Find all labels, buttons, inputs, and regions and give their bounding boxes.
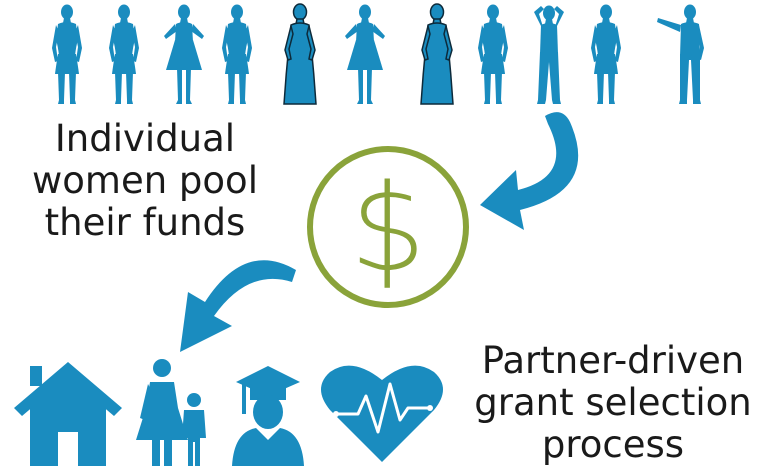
grant-selection-label: Partner-driven grant selection process <box>468 340 758 466</box>
selection-label-line: process <box>541 423 685 466</box>
woman-silhouette-icon <box>478 4 508 104</box>
pool-label-line: women pool <box>32 159 258 202</box>
woman-silhouette-icon <box>222 4 252 104</box>
woman-silhouette-icon <box>534 5 564 104</box>
curved-arrow-icon <box>480 112 579 230</box>
woman-silhouette-icon <box>591 4 621 104</box>
selection-label-line: Partner-driven <box>481 339 745 382</box>
pool-label-line: Individual <box>54 117 236 160</box>
woman-silhouette-icon <box>164 4 204 104</box>
dollar-symbol: $ <box>350 160 426 299</box>
woman-silhouette-icon <box>109 4 139 104</box>
selection-label-line: grant selection <box>474 381 752 424</box>
dollar-circle-icon: $ <box>307 146 469 308</box>
house-icon <box>14 362 122 466</box>
pool-label-line: their funds <box>44 201 246 244</box>
women-silhouette-row <box>52 3 704 105</box>
woman-silhouette-icon <box>657 4 704 104</box>
curved-arrow-icon <box>180 260 296 352</box>
woman-silhouette-icon <box>345 4 385 104</box>
mother-child-icon <box>136 359 206 466</box>
woman-silhouette-icon <box>52 4 82 104</box>
woman-silhouette-icon <box>283 3 317 105</box>
heart-pulse-icon <box>321 365 443 462</box>
graduate-icon <box>232 366 304 466</box>
pool-funds-label: Individual women pool their funds <box>20 118 270 244</box>
woman-silhouette-icon <box>420 3 454 105</box>
